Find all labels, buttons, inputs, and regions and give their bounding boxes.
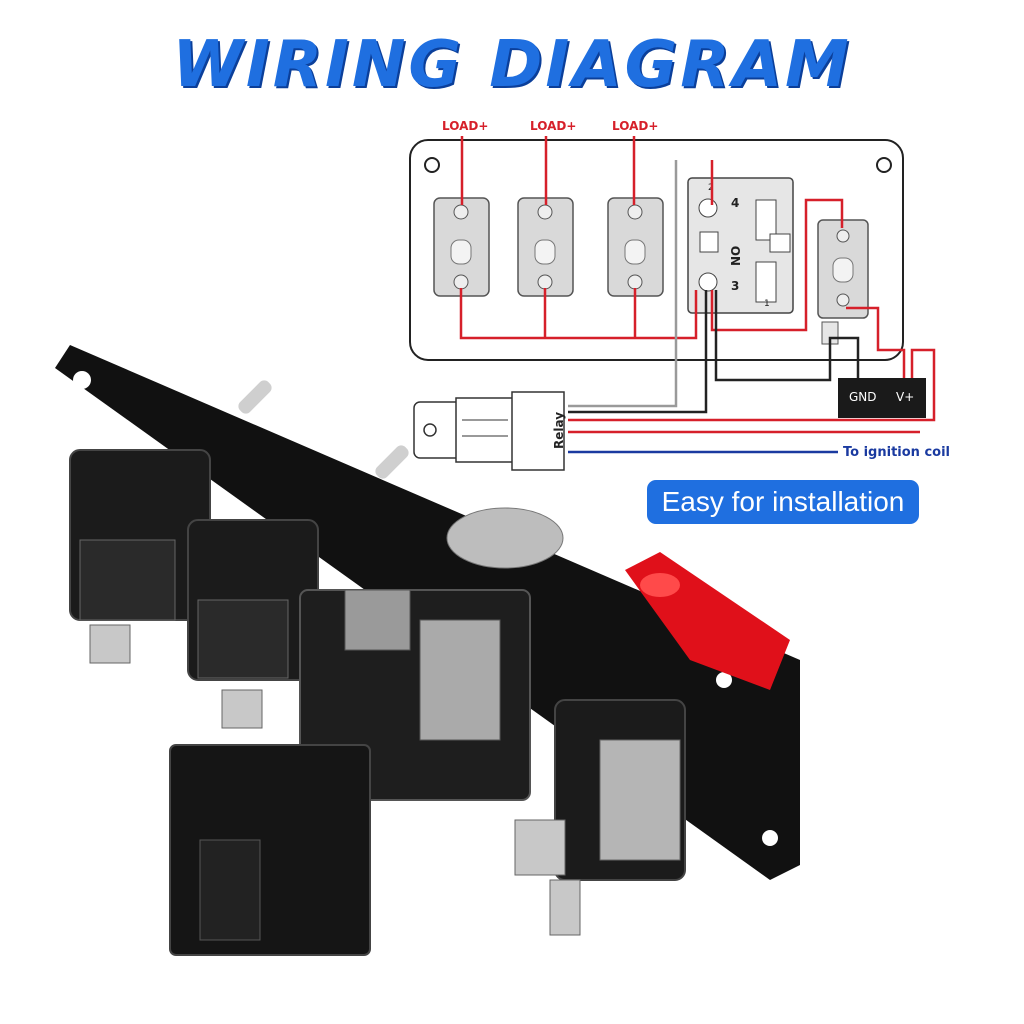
push-button	[817, 219, 869, 345]
mount-hole-icon	[73, 371, 91, 389]
load-label-2: LOAD+	[530, 119, 576, 133]
relay	[413, 391, 565, 471]
load-wires	[459, 136, 936, 434]
mount-hole-icon	[762, 830, 778, 846]
mount-hole-icon	[716, 672, 732, 688]
pin-4-label: 4	[731, 196, 739, 210]
page-title: WIRING DIAGRAM	[172, 28, 852, 102]
mount-hole-icon	[876, 157, 892, 173]
vplus-label: V+	[896, 390, 914, 404]
pin-no-label: NO	[729, 246, 743, 266]
black-wires	[568, 290, 860, 414]
pin-3-label: 3	[731, 279, 739, 293]
mount-hole-icon	[424, 157, 440, 173]
load-label-1: LOAD+	[442, 119, 488, 133]
panel-outline	[409, 139, 904, 361]
toggle-switch-2	[517, 197, 574, 297]
gray-wire	[568, 160, 678, 408]
pin-1-label: 1	[764, 299, 770, 309]
relay-label: Relay	[552, 412, 566, 449]
toggle-switch-3	[607, 197, 664, 297]
toggle-switch-1	[433, 197, 490, 297]
ignition-label: To ignition coil	[843, 445, 950, 460]
switch-panel-photo	[55, 345, 800, 956]
load-label-3: LOAD+	[612, 119, 658, 133]
gnd-label: GND	[849, 390, 877, 404]
power-terminal	[838, 378, 926, 418]
ignition-switch	[687, 177, 794, 314]
easy-install-badge: Easy for installation	[647, 480, 919, 524]
